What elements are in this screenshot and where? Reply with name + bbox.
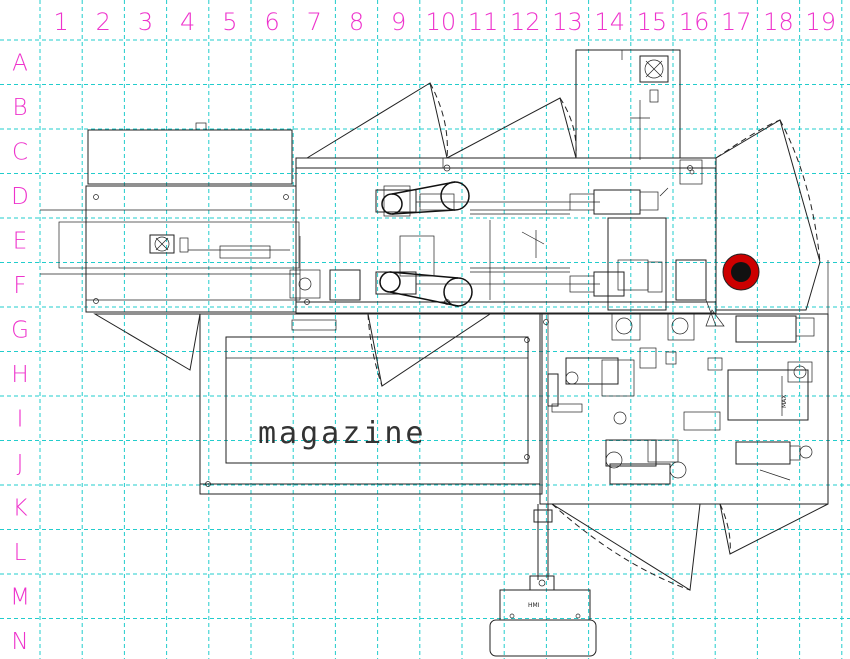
infeed-frame	[85, 185, 297, 313]
column-label: 8	[349, 8, 364, 36]
right-guard	[679, 119, 821, 311]
row-label: G	[11, 317, 29, 343]
column-label: 11	[468, 8, 499, 36]
row-label: J	[17, 451, 24, 477]
row-label: A	[12, 50, 28, 76]
hmi-label: HMI	[528, 602, 540, 609]
upper-belt-drive	[375, 181, 669, 217]
column-label: 1	[53, 8, 68, 36]
column-label: 12	[510, 8, 541, 36]
bottom-doors	[550, 503, 829, 591]
column-label: 15	[637, 8, 668, 36]
column-label: 6	[264, 8, 279, 36]
column-label: 5	[222, 8, 237, 36]
row-label: L	[14, 540, 27, 566]
row-label: B	[12, 95, 27, 121]
machine-outline	[40, 49, 829, 657]
upper-right-box	[575, 49, 681, 160]
lower-belt-drive	[289, 235, 625, 307]
row-label: M	[10, 584, 30, 610]
emergency-stop-button[interactable]	[722, 253, 760, 291]
center-belt-guides	[299, 209, 570, 300]
column-label: 19	[805, 8, 836, 36]
column-label: 17	[721, 8, 752, 36]
row-label: E	[13, 228, 28, 254]
column-label: 10	[426, 8, 457, 36]
column-label: 3	[138, 8, 153, 36]
infeed-belt	[58, 221, 300, 269]
top-guard-doors	[305, 82, 577, 159]
column-label: 9	[391, 8, 406, 36]
hmi-panel	[489, 589, 597, 657]
right-lower-region	[539, 260, 829, 505]
magazine-area	[199, 313, 549, 504]
center-lower-components	[547, 313, 723, 485]
row-label: K	[12, 495, 27, 521]
row-label: I	[17, 406, 24, 432]
main-frame	[295, 157, 717, 314]
column-label: 14	[594, 8, 625, 36]
lower-left-guard	[93, 313, 492, 387]
column-label: 13	[552, 8, 583, 36]
row-label: D	[11, 184, 29, 210]
row-label: F	[13, 273, 26, 299]
column-label: 16	[679, 8, 710, 36]
column-label: 7	[307, 8, 322, 36]
column-label: 2	[96, 8, 111, 36]
column-label: 18	[763, 8, 794, 36]
transfer-unit	[607, 217, 725, 327]
row-label: H	[11, 362, 28, 388]
row-label: N	[11, 629, 28, 655]
hmi-arm	[529, 504, 555, 591]
row-label: C	[12, 139, 28, 165]
fan-box	[149, 234, 290, 259]
magazine-label: magazine	[258, 416, 427, 451]
upper-left-cabinet	[87, 129, 293, 185]
column-label: 4	[180, 8, 195, 36]
max-label: MAX	[781, 395, 788, 408]
